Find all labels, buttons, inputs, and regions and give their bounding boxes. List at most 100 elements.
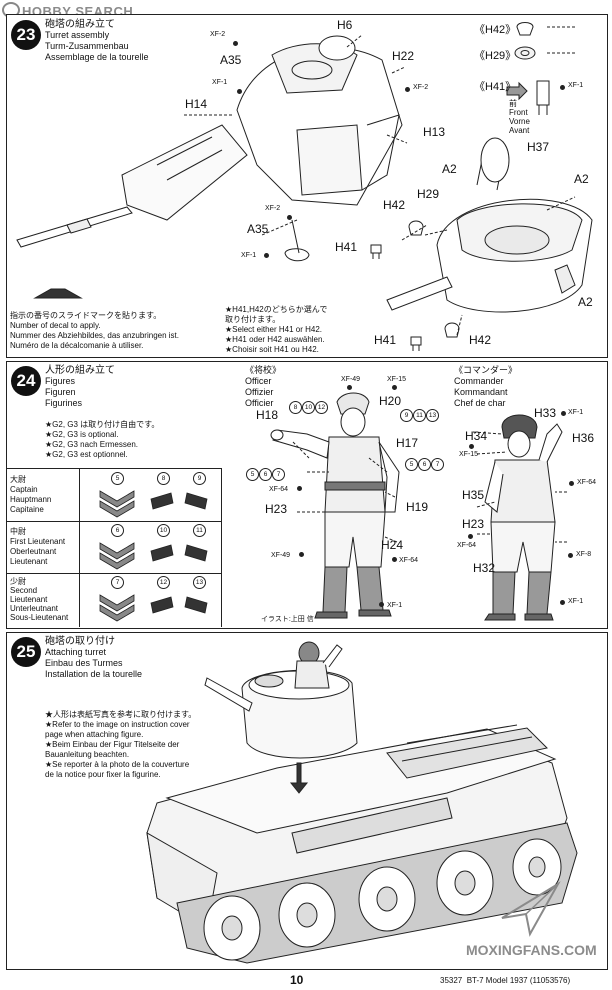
paint-dot [392, 385, 397, 390]
rank-captain-fr: Capitaine [10, 505, 44, 514]
rank-firstlt-en: First Lieutenant [10, 537, 66, 546]
note-7: de la notice pour fixer la figurine. [45, 770, 161, 779]
front-de: Vorne [509, 117, 530, 126]
step-25-panel: 25 砲塔の取り付け Attaching turret Einbau des T… [6, 632, 608, 970]
paint-xf49-a: XF-49 [341, 376, 361, 383]
decal-note-de: Nummer des Abziehbildes, das anzubringen… [10, 331, 179, 340]
paint-xf1-a: XF-1 [387, 602, 403, 609]
front-en: Front [509, 108, 528, 117]
part-h41-bottom: H41 [374, 333, 397, 347]
paint-xf1-a: XF-1 [212, 79, 228, 86]
rank-secondlt-ja: 少尉 [10, 577, 26, 586]
title-de: Einbau des Turmes [45, 658, 123, 668]
part-h34: H34 [465, 429, 488, 443]
rank-captain-ja: 大尉 [10, 475, 26, 484]
officer-fr: Officier [245, 398, 274, 408]
choice-note-1: ★H41,H42のどちらか選んで [225, 305, 328, 314]
decal-note-en: Number of decal to apply. [10, 321, 101, 330]
rank-secondlt-en2: Lieutenant [10, 595, 48, 604]
step-23-panel: 23 砲塔の組み立て Turret assembly Turm-Zusammen… [6, 14, 608, 358]
front-fr: Avant [509, 126, 530, 135]
step-number: 24 [11, 366, 41, 396]
commander-ja: 《コマンダー》 [454, 365, 518, 375]
part-h18: H18 [256, 408, 279, 422]
rank-secondlt-de: Unterleutnant [10, 604, 59, 613]
paint-dot [237, 89, 242, 94]
decal-number: 13 [426, 409, 439, 422]
part-h22: H22 [392, 49, 415, 63]
illustrator-credit: イラスト:上田 信 [261, 616, 314, 623]
choice-note-4: ★H41 oder H42 auswählen. [225, 335, 325, 344]
decal-number: 7 [111, 576, 124, 589]
officer-de: Offizier [245, 387, 274, 397]
tank-drawing [146, 641, 578, 964]
paint-dot [560, 85, 565, 90]
rank-insignia-drawing [99, 490, 208, 622]
officer-en: Officer [245, 376, 272, 386]
commander-de: Kommandant [454, 387, 508, 397]
decal-number: 10 [157, 524, 170, 537]
note-4: ★G2, G3 est optionnel. [45, 450, 128, 459]
note-3: page when attaching figure. [45, 730, 144, 739]
rank-secondlt-en1: Second [10, 586, 38, 595]
title-fr: Assemblage de la tourelle [45, 52, 149, 62]
rank-table: 大尉 Captain Hauptmann Capitaine 5 8 9 中尉 … [7, 468, 222, 627]
paint-dot [392, 557, 397, 562]
part-a35-top: A35 [220, 53, 242, 67]
rank-captain-en: Captain [10, 485, 38, 494]
step-number: 23 [11, 20, 41, 50]
part-h17: H17 [396, 436, 419, 450]
part-h19: H19 [406, 500, 429, 514]
decal-note-ja: 指示の番号のスライドマークを貼ります。 [10, 311, 162, 320]
step-24-panel: 24 人形の組み立て Figures Figuren Figurines ★G2… [6, 361, 608, 629]
paint-dot [560, 600, 565, 605]
note-5: Bauanleitung beachten. [45, 750, 130, 759]
choice-note-5: ★Choisir soit H41 ou H42. [225, 345, 319, 354]
note-4: ★Beim Einbau der Figur Titelseite der [45, 740, 180, 749]
title-de: Figuren [45, 387, 76, 397]
part-h23: H23 [265, 502, 288, 516]
note-2: ★G2, G3 is optional. [45, 430, 119, 439]
paint-dot [287, 215, 292, 220]
decal-number: 9 [193, 472, 206, 485]
paint-dot [379, 602, 384, 607]
paint-dot [405, 87, 410, 92]
paint-dot [299, 552, 304, 557]
figures-drawing [270, 392, 567, 621]
officer-ja: 《将校》 [245, 365, 282, 375]
rank-secondlt-fr: Sous-Lieutenant [10, 613, 69, 622]
part-a2-bottom: A2 [578, 295, 593, 309]
decal-note-fr: Numéro de la décalcomanie à utiliser. [10, 341, 144, 350]
detail-h29: 《H29》 [474, 50, 517, 62]
part-h33: H33 [534, 406, 557, 420]
part-h14: H14 [185, 97, 208, 111]
part-h37: H37 [527, 140, 550, 154]
step-number: 25 [11, 637, 41, 667]
front-ja: 前 [509, 99, 517, 108]
part-a2-left: A2 [442, 162, 457, 176]
choice-note-3: ★Select either H41 or H42. [225, 325, 322, 334]
choice-note-2: 取り付けます。 [225, 315, 281, 324]
decal-number: 11 [193, 524, 206, 537]
paint-dot [264, 253, 269, 258]
note-1: ★人形は表紙写真を参考に取り付けます。 [45, 710, 197, 719]
note-3: ★G2, G3 nach Ermessen. [45, 440, 138, 449]
watermark-plane-icon [501, 881, 561, 937]
paint-dot [561, 411, 566, 416]
decal-number: 12 [157, 576, 170, 589]
detail-h42: 《H42》 [474, 24, 517, 36]
rank-firstlt-fr: Lieutenant [10, 557, 48, 566]
paint-xf64-a: XF-64 [269, 486, 289, 493]
paint-xf64-c: XF-64 [577, 479, 597, 486]
title-fr: Installation de la tourelle [45, 669, 143, 679]
decal-number: 13 [193, 576, 206, 589]
paint-xf15-b: XF-15 [459, 451, 479, 458]
paint-xf49-b: XF-49 [271, 552, 291, 559]
decal-number: 6 [418, 458, 431, 471]
paint-xf2-b: XF-2 [413, 84, 429, 91]
decal-number: 12 [315, 401, 328, 414]
watermark-bottom: MOXINGFANS.COM [466, 942, 597, 958]
part-h24: H24 [381, 538, 404, 552]
decal-number: 8 [157, 472, 170, 485]
title-fr: Figurines [45, 398, 83, 408]
